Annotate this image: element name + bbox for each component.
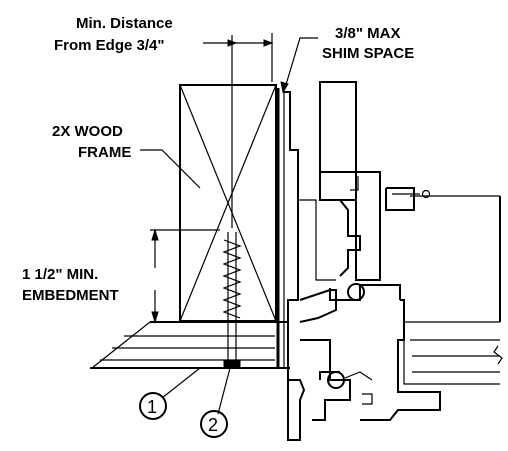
shim: [276, 88, 285, 368]
glazing: [403, 195, 503, 385]
wood-frame-label-line2: FRAME: [78, 144, 131, 161]
wood-frame-leader: [140, 149, 201, 189]
embedment-label-line1: 1 1/2" MIN.: [22, 266, 98, 283]
callout-1: 1: [139, 367, 201, 420]
embedment-dimension: [150, 228, 220, 324]
svg-text:1: 1: [147, 397, 157, 417]
sill-framing: [90, 321, 290, 369]
fastener-screw: [222, 232, 242, 369]
min-distance-label-line1: Min. Distance: [76, 15, 173, 32]
callout-2: 2: [200, 367, 231, 438]
shim-space-leader: [280, 37, 318, 94]
min-distance-dimension: [203, 33, 274, 228]
shim-space-label-line2: SHIM SPACE: [322, 45, 414, 62]
wood-frame-label-line1: 2X WOOD: [52, 123, 123, 140]
embedment-label-line2: EMBEDMENT: [22, 287, 119, 304]
min-distance-label-line2: From Edge 3/4": [54, 37, 164, 54]
svg-text:2: 2: [208, 415, 218, 435]
shim-space-label-line1: 3/8" MAX: [335, 25, 400, 42]
window-frame-profile: [284, 81, 441, 441]
